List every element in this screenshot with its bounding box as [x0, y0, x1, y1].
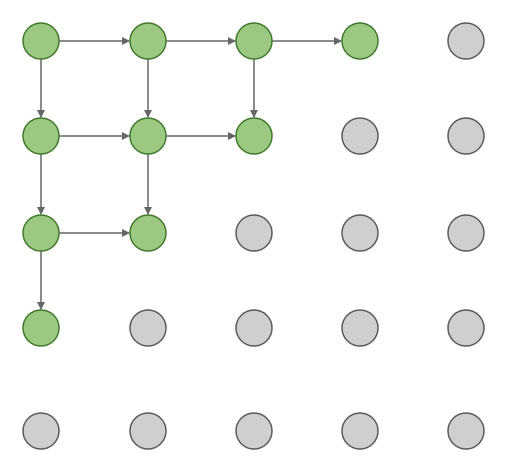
- inactive-node-r2-c4: [447, 214, 485, 252]
- inactive-node-r3-c2: [235, 309, 273, 347]
- active-node-r1-c0: [22, 117, 60, 155]
- active-node-r2-c1: [129, 214, 167, 252]
- inactive-node-r1-c3: [341, 117, 379, 155]
- inactive-node-r3-c1: [129, 309, 167, 347]
- inactive-node-r4-c2: [235, 412, 273, 450]
- inactive-node-r4-c0: [22, 412, 60, 450]
- inactive-node-r0-c4: [447, 22, 485, 60]
- active-node-r1-c2: [235, 117, 273, 155]
- active-node-r0-c2: [235, 22, 273, 60]
- active-node-r2-c0: [22, 214, 60, 252]
- inactive-node-r1-c4: [447, 117, 485, 155]
- nodes-layer: [22, 22, 485, 450]
- active-node-r0-c3: [341, 22, 379, 60]
- inactive-node-r3-c4: [447, 309, 485, 347]
- active-node-r0-c1: [129, 22, 167, 60]
- inactive-node-r2-c3: [341, 214, 379, 252]
- inactive-node-r4-c3: [341, 412, 379, 450]
- inactive-node-r4-c4: [447, 412, 485, 450]
- active-node-r0-c0: [22, 22, 60, 60]
- inactive-node-r2-c2: [235, 214, 273, 252]
- active-node-r1-c1: [129, 117, 167, 155]
- inactive-node-r4-c1: [129, 412, 167, 450]
- edges-layer: [37, 37, 342, 310]
- active-node-r3-c0: [22, 309, 60, 347]
- inactive-node-r3-c3: [341, 309, 379, 347]
